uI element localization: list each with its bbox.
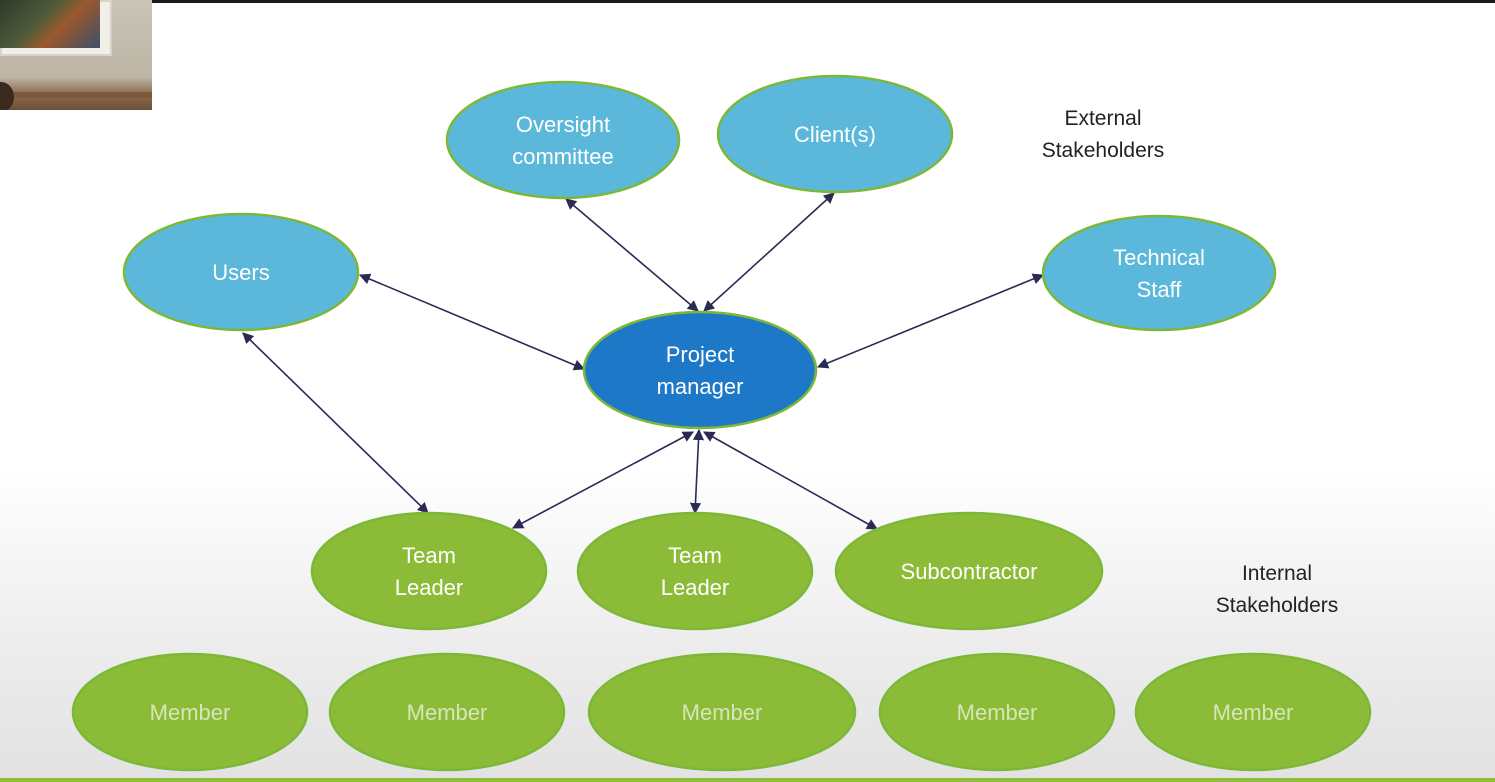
edge-pm-leader2 (689, 428, 705, 515)
node-project-manager: Project manager (582, 310, 818, 430)
node-users: Users (122, 212, 360, 332)
node-member-2: Member (328, 652, 566, 772)
webcam-person (0, 82, 14, 110)
top-border (0, 0, 1495, 3)
node-oversight-committee: Oversight committee (445, 80, 681, 200)
node-label: Users (212, 260, 269, 285)
label-line: Member (957, 700, 1038, 725)
label-line: Internal (1242, 562, 1312, 585)
node-shape (122, 212, 360, 332)
label-line: Team (668, 543, 722, 568)
node-shape (71, 652, 309, 772)
label-line: Leader (661, 575, 730, 600)
node-shape (328, 652, 566, 772)
node-label: Project manager (657, 342, 744, 399)
webcam-painting (0, 0, 100, 48)
node-label: Member (407, 700, 488, 725)
node-label: Member (957, 700, 1038, 725)
node-shape (582, 310, 818, 430)
edge-pm-technical (816, 273, 1045, 369)
label-line: Stakeholders (1042, 139, 1165, 162)
label-line: committee (512, 144, 613, 169)
node-label: Oversight committee (512, 112, 613, 169)
node-shape (716, 74, 954, 194)
label-line: Client(s) (794, 122, 876, 147)
label-line: Staff (1137, 277, 1183, 302)
connectors (242, 192, 1045, 530)
label-line: Member (1213, 700, 1294, 725)
label-line: Stakeholders (1216, 594, 1339, 617)
node-shape (576, 511, 814, 631)
label-line: Leader (395, 575, 464, 600)
node-label: Client(s) (794, 122, 876, 147)
label-line: Subcontractor (901, 559, 1038, 584)
node-member-4: Member (878, 652, 1116, 772)
node-shape (878, 652, 1116, 772)
node-subcontractor: Subcontractor (834, 511, 1104, 631)
node-shape (1041, 214, 1277, 332)
node-shape (587, 652, 857, 772)
node-label: Subcontractor (901, 559, 1038, 584)
label-line: manager (657, 374, 744, 399)
node-shape (834, 511, 1104, 631)
label-line: Team (402, 543, 456, 568)
label-line: Project (666, 342, 734, 367)
label-line: Oversight (516, 112, 610, 137)
node-label: Member (1213, 700, 1294, 725)
node-member-1: Member (71, 652, 309, 772)
bottom-accent-line (0, 778, 1495, 782)
edge-pm-oversight (565, 198, 699, 312)
webcam-overlay (0, 0, 152, 110)
edge-users-leader1 (242, 332, 429, 514)
edge-pm-users (358, 273, 586, 371)
label-line: Member (682, 700, 763, 725)
node-clients: Client(s) (716, 74, 954, 194)
node-label: Member (682, 700, 763, 725)
node-shape (310, 511, 548, 631)
label-line: Member (150, 700, 231, 725)
node-member-5: Member (1134, 652, 1372, 772)
edge-pm-leader1 (512, 431, 694, 529)
label-line: Users (212, 260, 269, 285)
node-member-3: Member (587, 652, 857, 772)
label-line: Technical (1113, 245, 1205, 270)
edge-pm-clients (703, 192, 835, 312)
node-shape (445, 80, 681, 200)
label-line: External (1064, 107, 1141, 130)
label-line: Member (407, 700, 488, 725)
node-shape (1134, 652, 1372, 772)
webcam-shelf (0, 92, 152, 98)
edge-pm-subcontractor (703, 431, 878, 530)
node-label: Member (150, 700, 231, 725)
